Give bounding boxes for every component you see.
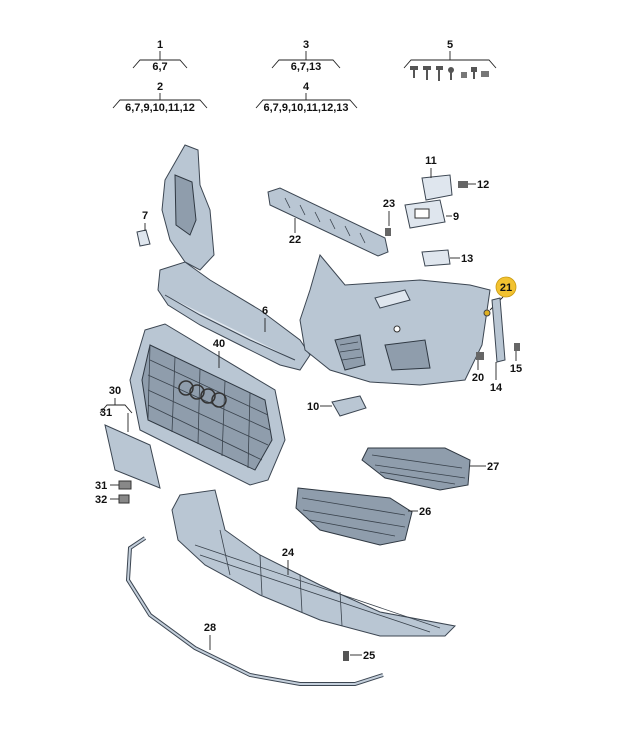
label-2-sub: 6,7,9,10,11,12 (125, 102, 195, 114)
part-21-highlight: 21 (483, 276, 517, 317)
label-3-sub: 6,7,13 (291, 61, 322, 73)
label-11: 11 (425, 155, 437, 167)
part-40-grille: 40 (129, 323, 286, 486)
label-25: 25 (363, 650, 375, 662)
part-27-insert: 27 (361, 447, 499, 491)
part-31-screw: 31 (95, 480, 132, 492)
part-14-guide: 14 (490, 297, 506, 394)
legend-3: 3 6,7,13 (271, 39, 341, 73)
part-25-screw: 25 (343, 650, 375, 662)
part-15-screw: 15 (510, 343, 522, 375)
part-26-insert: 26 (295, 487, 431, 546)
part-20-clip: 20 (472, 352, 484, 384)
label-3: 3 (303, 39, 309, 51)
part-11-bracket: 11 (421, 155, 453, 201)
label-40: 40 (213, 338, 225, 350)
label-6: 6 (262, 305, 268, 317)
legend-1: 1 6,7 (132, 39, 188, 73)
label-12: 12 (477, 179, 489, 191)
part-10-cap: 10 (307, 395, 367, 417)
label-28: 28 (204, 622, 216, 634)
label-24: 24 (282, 547, 295, 559)
label-14: 14 (490, 382, 503, 394)
label-9: 9 (453, 211, 459, 223)
label-4: 4 (303, 81, 310, 93)
label-1: 1 (157, 39, 163, 51)
legend-2: 2 6,7,9,10,11,12 (112, 81, 208, 114)
part-9-frame: 9 (404, 199, 459, 229)
label-15: 15 (510, 363, 522, 375)
label-30: 30 (109, 385, 121, 397)
label-23: 23 (383, 198, 395, 210)
part-7-clip: 7 (136, 210, 151, 247)
label-26: 26 (419, 506, 431, 518)
legend-4: 4 6,7,9,10,11,12,13 (255, 81, 358, 114)
label-27: 27 (487, 461, 499, 473)
label-5: 5 (447, 39, 453, 51)
part-12-clip: 12 (458, 179, 489, 191)
legend-5: 5 (403, 39, 497, 81)
part-24-air-guide: 24 (171, 489, 457, 637)
label-22: 22 (289, 234, 301, 246)
label-10: 10 (307, 401, 319, 413)
part-13-bracket: 13 (421, 249, 473, 267)
bumper-cover (157, 144, 491, 386)
label-1-sub: 6,7 (152, 61, 167, 73)
part-22-reinforcement: 22 (267, 187, 389, 257)
label-21: 21 (500, 282, 512, 294)
label-13: 13 (461, 253, 473, 265)
audi-rings-logo (178, 380, 227, 408)
label-31-top: 31 (100, 407, 112, 419)
highlight-marker (495, 276, 517, 298)
label-2: 2 (157, 81, 163, 93)
callout-6: 6 (262, 305, 268, 332)
label-4-sub: 6,7,9,10,11,12,13 (263, 102, 348, 114)
part-32-screw: 32 (95, 494, 130, 506)
screw-set-icon (410, 66, 489, 81)
part-28-trim: 28 (125, 536, 384, 686)
label-7: 7 (142, 210, 148, 222)
part-30-plate: 30 31 (99, 385, 161, 489)
label-20: 20 (472, 372, 484, 384)
label-32: 32 (95, 494, 107, 506)
label-31: 31 (95, 480, 107, 492)
part-23-screw: 23 (383, 198, 395, 236)
